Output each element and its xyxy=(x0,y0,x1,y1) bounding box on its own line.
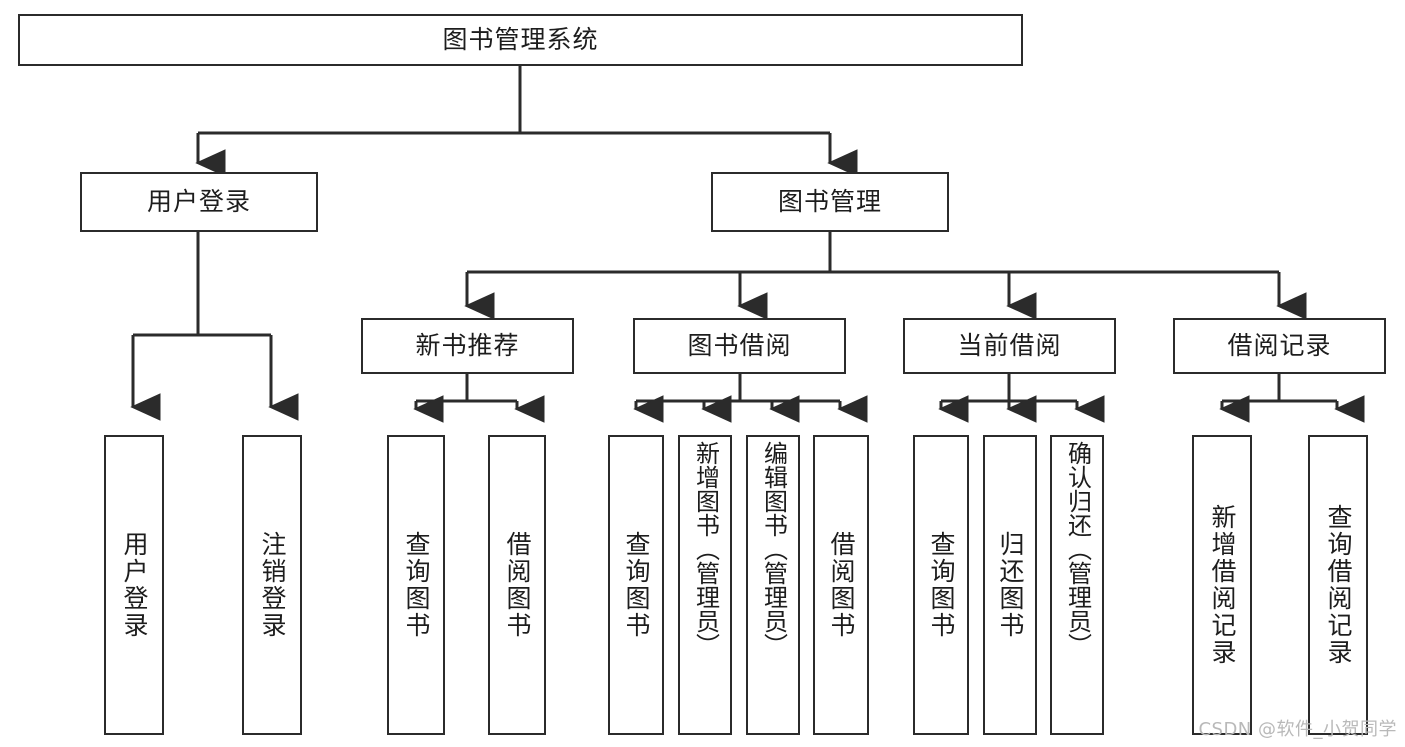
node-book-management[interactable]: 图书管理 xyxy=(711,172,949,232)
leaf-borrow-book-newbook-label: 借阅图书 xyxy=(503,531,532,639)
leaf-confirm-return-admin-label: 确认归还（管理员） xyxy=(1063,441,1092,657)
leaf-query-borrow-record-label: 查询借阅记录 xyxy=(1324,504,1353,666)
leaf-add-borrow-record-label: 新增借阅记录 xyxy=(1208,504,1237,666)
node-current-borrow-label: 当前借阅 xyxy=(957,331,1062,361)
leaf-confirm-return-admin[interactable]: 确认归还（管理员） xyxy=(1050,435,1104,735)
leaf-query-book-current-label: 查询图书 xyxy=(927,531,956,639)
leaf-edit-book-admin[interactable]: 编辑图书（管理员） xyxy=(746,435,800,735)
leaf-query-book-borrow-label: 查询图书 xyxy=(622,531,651,639)
leaf-query-book-borrow[interactable]: 查询图书 xyxy=(608,435,664,735)
node-user-login-label: 用户登录 xyxy=(146,187,251,217)
leaf-edit-book-admin-label: 编辑图书（管理员） xyxy=(759,441,788,657)
node-new-book-recommend[interactable]: 新书推荐 xyxy=(361,318,574,374)
node-root-label: 图书管理系统 xyxy=(442,25,599,55)
leaf-borrow-book-newbook[interactable]: 借阅图书 xyxy=(488,435,546,735)
leaf-borrow-book[interactable]: 借阅图书 xyxy=(813,435,869,735)
node-book-management-label: 图书管理 xyxy=(777,187,882,217)
node-user-login[interactable]: 用户登录 xyxy=(80,172,318,232)
leaf-query-book-newbook[interactable]: 查询图书 xyxy=(387,435,445,735)
leaf-user-login-label: 用户登录 xyxy=(120,531,149,639)
leaf-logout-label: 注销登录 xyxy=(258,531,287,639)
leaf-query-book-current[interactable]: 查询图书 xyxy=(913,435,969,735)
leaf-add-book-admin-label: 新增图书（管理员） xyxy=(691,441,720,657)
leaf-add-borrow-record[interactable]: 新增借阅记录 xyxy=(1192,435,1252,735)
leaf-add-book-admin[interactable]: 新增图书（管理员） xyxy=(678,435,732,735)
node-root[interactable]: 图书管理系统 xyxy=(18,14,1023,66)
node-current-borrow[interactable]: 当前借阅 xyxy=(903,318,1116,374)
node-new-book-recommend-label: 新书推荐 xyxy=(415,331,520,361)
node-book-borrow-label: 图书借阅 xyxy=(687,331,792,361)
leaf-query-borrow-record[interactable]: 查询借阅记录 xyxy=(1308,435,1368,735)
node-borrow-records[interactable]: 借阅记录 xyxy=(1173,318,1386,374)
watermark: CSDN @软件_小贺同学 xyxy=(1198,719,1397,740)
leaf-logout[interactable]: 注销登录 xyxy=(242,435,302,735)
node-book-borrow[interactable]: 图书借阅 xyxy=(633,318,846,374)
node-borrow-records-label: 借阅记录 xyxy=(1227,331,1332,361)
leaf-query-book-newbook-label: 查询图书 xyxy=(402,531,431,639)
leaf-return-book-label: 归还图书 xyxy=(996,531,1025,639)
leaf-user-login[interactable]: 用户登录 xyxy=(104,435,164,735)
leaf-borrow-book-label: 借阅图书 xyxy=(827,531,856,639)
leaf-return-book[interactable]: 归还图书 xyxy=(983,435,1037,735)
